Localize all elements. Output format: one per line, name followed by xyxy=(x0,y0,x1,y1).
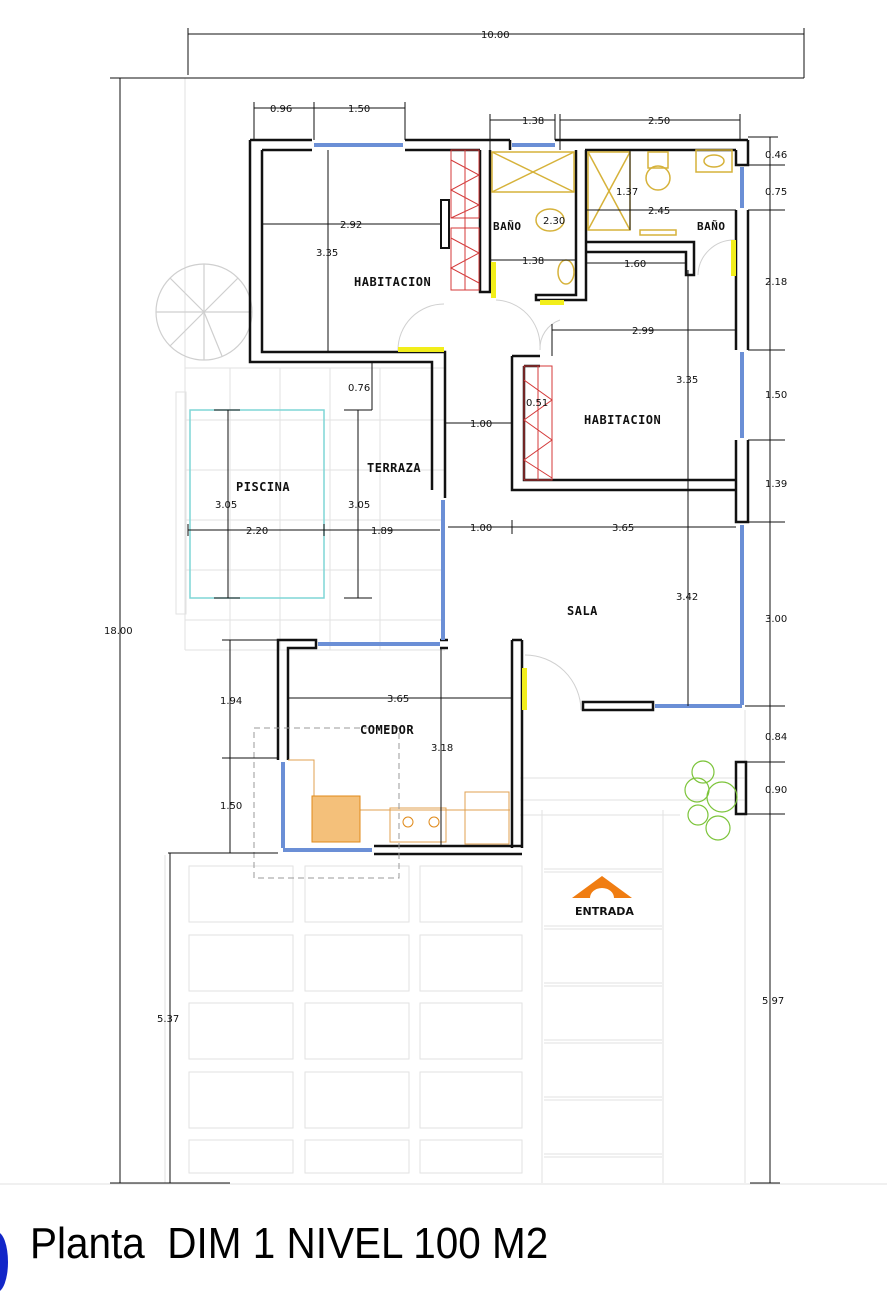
room-label-comedor: COMEDOR xyxy=(360,723,414,737)
svg-text:3.65: 3.65 xyxy=(387,694,409,705)
svg-text:3.18: 3.18 xyxy=(431,743,453,754)
svg-text:0.51: 0.51 xyxy=(526,398,548,409)
svg-text:2.20: 2.20 xyxy=(246,526,268,537)
dimension-lines xyxy=(110,28,805,1184)
room-label-piscina: PISCINA xyxy=(236,480,290,494)
svg-text:3.65: 3.65 xyxy=(612,523,634,534)
svg-text:5.37: 5.37 xyxy=(157,1014,179,1025)
plant-icon xyxy=(684,760,738,841)
dimension-labels: 10.00 18.00 0.96 1.50 1.38 2.50 2.92 3.3… xyxy=(104,30,787,1025)
entrance-arrow-icon xyxy=(572,876,632,898)
room-label-bano-2: BAÑO xyxy=(697,220,726,233)
svg-text:5.97: 5.97 xyxy=(762,996,784,1007)
svg-text:2.99: 2.99 xyxy=(632,326,654,337)
svg-text:2.92: 2.92 xyxy=(340,220,362,231)
svg-text:1.89: 1.89 xyxy=(371,526,393,537)
svg-text:1.37: 1.37 xyxy=(616,187,638,198)
plan-title: Planta DIM 1 NIVEL 100 M2 xyxy=(30,1219,549,1268)
svg-text:0.90: 0.90 xyxy=(765,785,787,796)
room-label-habitacion-2: HABITACION xyxy=(584,413,661,427)
closets xyxy=(449,149,553,481)
svg-text:2.18: 2.18 xyxy=(765,277,787,288)
svg-text:3.35: 3.35 xyxy=(676,375,698,386)
room-labels: HABITACION HABITACION BAÑO BAÑO PISCINA … xyxy=(236,220,726,918)
door-panels xyxy=(398,240,736,710)
svg-text:0.46: 0.46 xyxy=(765,150,787,161)
svg-text:1.38: 1.38 xyxy=(522,256,544,267)
svg-text:1.94: 1.94 xyxy=(220,696,242,707)
svg-text:0.76: 0.76 xyxy=(348,383,370,394)
pool-outline xyxy=(189,409,325,599)
svg-text:1.38: 1.38 xyxy=(522,116,544,127)
svg-text:3.35: 3.35 xyxy=(316,248,338,259)
svg-text:3.42: 3.42 xyxy=(676,592,698,603)
windows xyxy=(281,143,744,852)
spiral-staircase xyxy=(155,263,253,361)
room-label-terraza: TERRAZA xyxy=(367,461,421,475)
svg-text:0.75: 0.75 xyxy=(765,187,787,198)
svg-text:0.96: 0.96 xyxy=(270,104,292,115)
svg-text:0.84: 0.84 xyxy=(765,732,787,743)
svg-text:1.60: 1.60 xyxy=(624,259,646,270)
floor-plan: 10.00 18.00 0.96 1.50 1.38 2.50 2.92 3.3… xyxy=(0,28,887,1185)
entrance-label: ENTRADA xyxy=(575,905,634,918)
svg-text:1.50: 1.50 xyxy=(765,390,787,401)
bath-fixtures xyxy=(491,149,733,285)
kitchen-counters xyxy=(288,759,510,845)
svg-text:10.00: 10.00 xyxy=(481,30,510,41)
svg-text:1.39: 1.39 xyxy=(765,479,787,490)
dashed-outline xyxy=(253,727,400,879)
blue-edge-shape xyxy=(0,1232,8,1292)
svg-text:1.00: 1.00 xyxy=(470,419,492,430)
svg-text:3.05: 3.05 xyxy=(215,500,237,511)
svg-text:1.00: 1.00 xyxy=(470,523,492,534)
room-label-habitacion-1: HABITACION xyxy=(354,275,431,289)
svg-text:2.50: 2.50 xyxy=(648,116,670,127)
room-label-bano-1: BAÑO xyxy=(493,220,522,233)
room-label-sala: SALA xyxy=(567,604,598,618)
door-swings xyxy=(397,239,735,711)
svg-text:3.05: 3.05 xyxy=(348,500,370,511)
svg-text:1.50: 1.50 xyxy=(348,104,370,115)
svg-text:3.00: 3.00 xyxy=(765,614,787,625)
svg-text:2.45: 2.45 xyxy=(648,206,670,217)
svg-text:18.00: 18.00 xyxy=(104,626,133,637)
closet-handle xyxy=(440,199,450,249)
svg-text:1.50: 1.50 xyxy=(220,801,242,812)
svg-text:2.30: 2.30 xyxy=(543,216,565,227)
